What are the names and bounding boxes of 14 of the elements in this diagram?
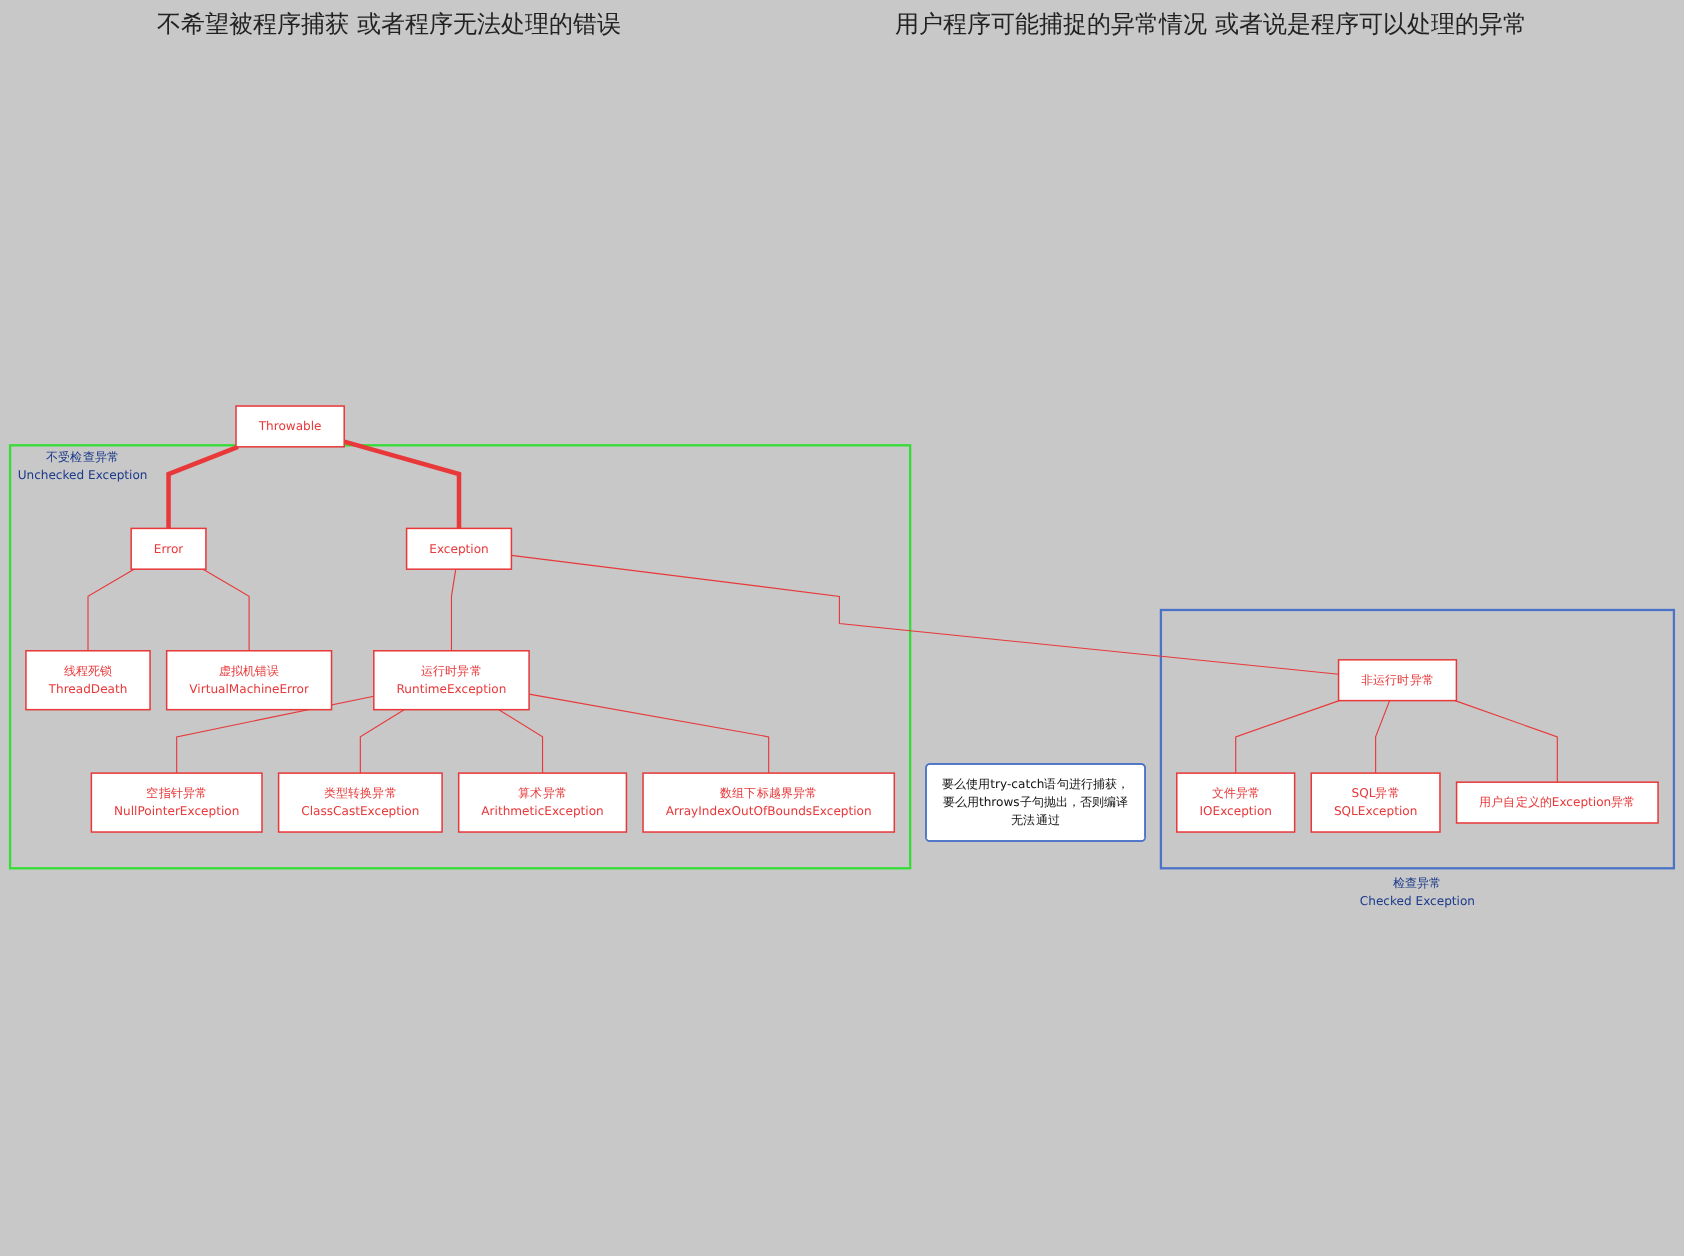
- note-text: 不希望被程序捕获 或者程序无法处理的错误: [157, 8, 621, 42]
- connector: [1454, 699, 1558, 782]
- note-text: 用户程序可能捕捉的异常情况 或者说是程序可以处理的异常: [895, 8, 1527, 42]
- connector: [166, 443, 239, 528]
- cluster: [1159, 608, 1676, 869]
- connector: [343, 438, 462, 528]
- connector: [87, 567, 135, 651]
- connector: [1235, 699, 1340, 773]
- connector: [510, 553, 1340, 674]
- connector: [202, 567, 250, 651]
- connector: [450, 567, 457, 651]
- connector: [176, 694, 375, 773]
- connector: [1375, 699, 1391, 773]
- connector: [528, 692, 770, 773]
